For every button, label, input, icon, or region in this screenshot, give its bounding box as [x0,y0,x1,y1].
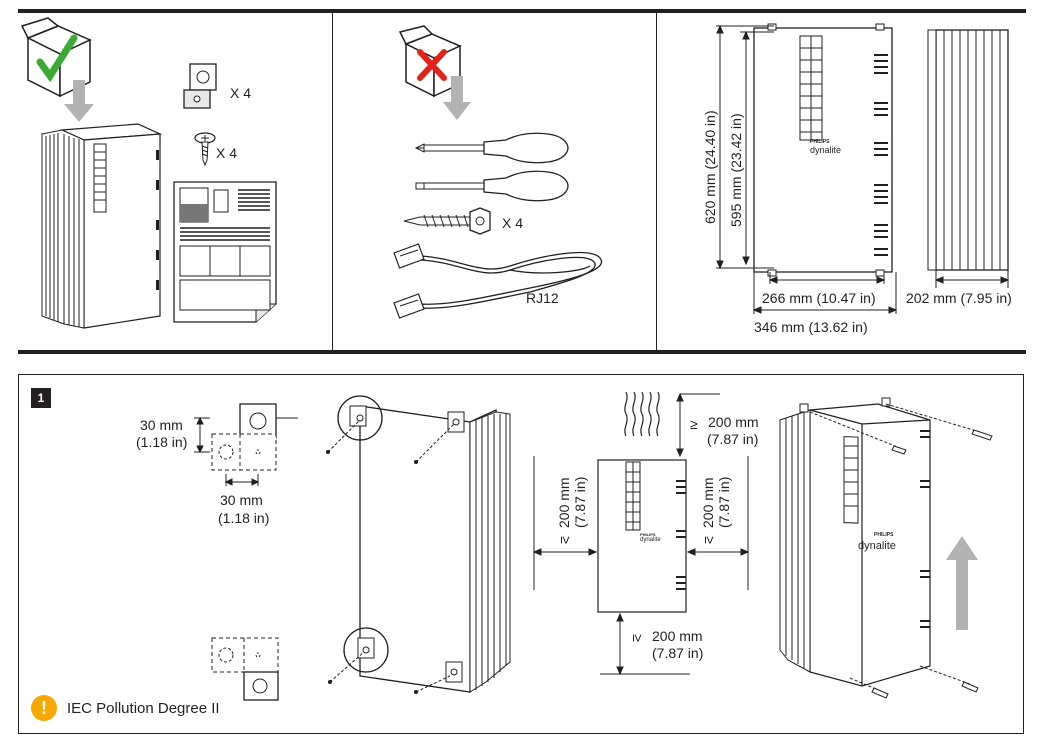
cable-label: RJ12 [526,290,559,306]
controller-final-mount-view [779,397,993,699]
top-rule [18,9,1026,13]
top-bottom-rule [18,350,1026,354]
dim-height-total: 620 mm (24.40 in) [702,110,718,224]
clear-top-in: (7.87 in) [707,431,759,447]
clear-brand-small: PHILIPS [640,532,656,537]
flat-screwdriver-icon [415,170,569,202]
clear-right-mm: 200 mm [700,477,716,528]
clear-top-symbol: ≥ [690,416,698,432]
cross-icon [417,49,447,81]
clear-left-in: (7.87 in) [572,476,588,528]
clear-bottom-symbol: ≥ [629,634,646,642]
bracket-offset-h-in: (1.18 in) [218,510,270,526]
warning-icon: ! [31,695,57,721]
instruction-leaflet-icon [173,181,277,323]
mounting-bracket-icon [183,63,217,109]
up-arrow-icon [946,536,978,630]
side-view-drawing [927,29,1009,271]
down-arrow-icon [64,80,94,122]
screw-icon [194,132,216,167]
wall-screw-quantity: X 4 [502,215,524,231]
front-view-drawing [753,23,893,277]
controller-mounting-view [326,395,511,694]
divider-2 [656,13,657,350]
final-brand-small: PHILIPS [874,532,894,538]
rj12-cable-icon [393,243,603,319]
bracket-offset-v-in: (1.18 in) [136,434,188,450]
clear-left-mm: 200 mm [556,477,572,528]
divider-1 [332,13,333,350]
clear-bottom-in: (7.87 in) [652,645,704,661]
dim-width-mount: 266 mm (10.47 in) [762,290,876,306]
bracket-spacing-detail [194,403,298,486]
dim-height-mount: 595 mm (23.42 in) [728,113,744,227]
final-brand-name: dynalite [858,540,896,552]
clear-left-symbol: ≥ [557,536,574,544]
clear-top-mm: 200 mm [708,414,759,430]
step-number-badge: 1 [31,388,51,408]
controller-isometric [41,123,163,329]
down-arrow-icon [443,76,471,120]
dim-depth: 202 mm (7.95 in) [906,290,1012,306]
bracket-bottom-detail [211,637,279,701]
clear-right-in: (7.87 in) [716,476,732,528]
clear-brand-name: dynalite [640,537,661,543]
wall-screw-icon [403,207,491,235]
bracket-offset-v-mm: 30 mm [140,417,183,433]
front-brand-name: dynalite [810,145,842,155]
clearance-diagram [532,391,750,676]
dim-width-total: 346 mm (13.62 in) [754,319,868,335]
bracket-quantity: X 4 [230,85,252,101]
check-icon [36,34,78,83]
clear-bottom-mm: 200 mm [652,628,703,644]
step-panel-frame [18,374,1024,734]
pollution-degree-note: IEC Pollution Degree II [67,700,220,717]
clear-right-symbol: ≥ [701,536,718,544]
bracket-offset-h-mm: 30 mm [220,492,263,508]
front-brand-small: PHILIPS [810,139,830,145]
screw-quantity: X 4 [216,145,238,161]
dimension-lines [716,24,1010,314]
phillips-screwdriver-icon [414,132,569,164]
